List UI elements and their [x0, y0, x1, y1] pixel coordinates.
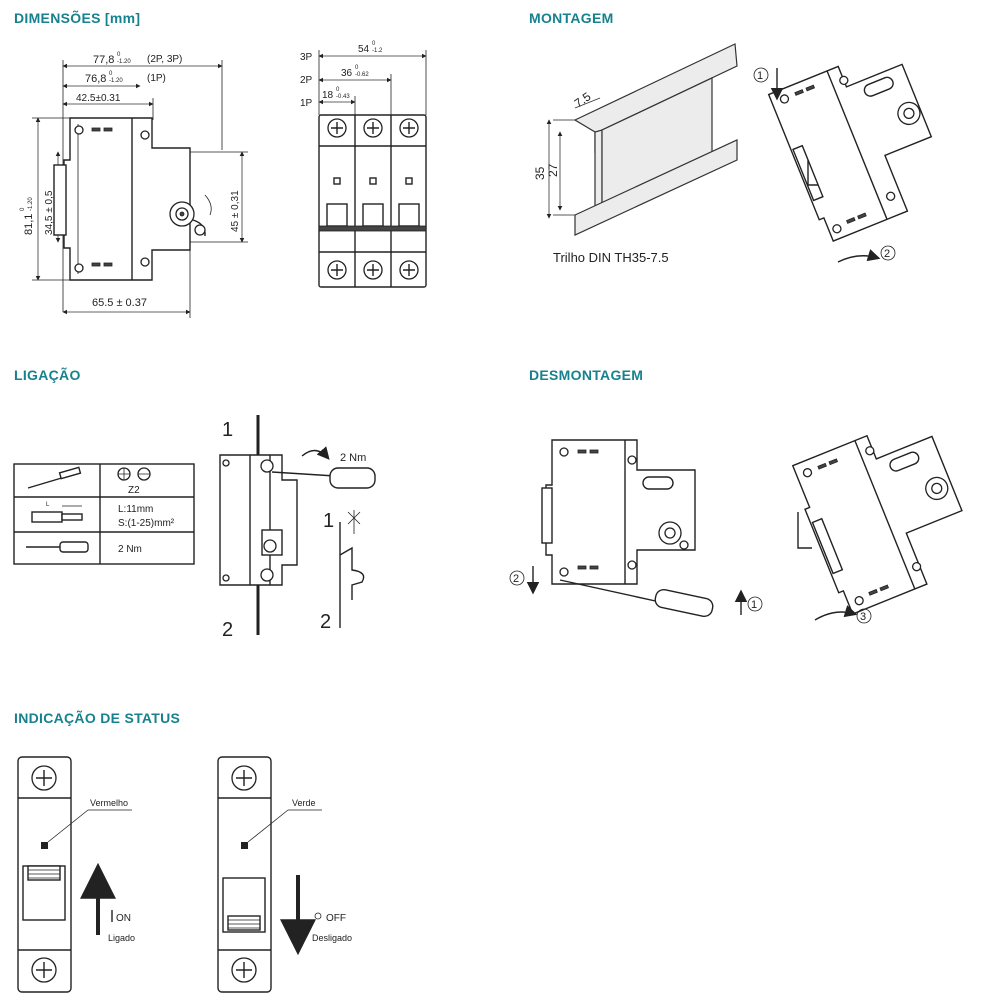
status-off-description: Desligado — [312, 933, 352, 943]
dim-width-3p-tol-top: 0 — [372, 41, 376, 47]
mount-step-1-circle — [753, 67, 769, 83]
front-view-drawing — [318, 50, 427, 288]
label-2p: 2P — [300, 75, 313, 86]
status-off-color-label: Verde — [292, 798, 316, 808]
terminal-bottom-label: 2 — [222, 619, 233, 641]
mount-arrow-rotate — [837, 249, 881, 263]
label-1p: 1P — [300, 98, 313, 109]
dim-width-2p3p-tol-top: 0 — [117, 52, 121, 58]
rail-height-27: 27 — [546, 163, 560, 177]
status-indicator-red — [41, 842, 48, 849]
dim-65-5: 65.5 ± 0.37 — [92, 297, 147, 309]
dim-height-81: 81,1 — [23, 214, 35, 235]
mount-step-2-circle — [880, 245, 896, 261]
dim-height-tol-bottom: -1.20 — [28, 197, 34, 211]
table-strip-length: L:11mm — [118, 504, 153, 515]
dismount-step-3-circle — [856, 608, 872, 624]
status-on-description: Ligado — [108, 933, 135, 943]
dim-34-5: 34,5 ± 0,5 — [44, 190, 55, 235]
mounting-title: MONTAGEM — [529, 10, 614, 26]
dimensions-title: DIMENSÕES [mm] — [14, 10, 141, 26]
mount-step-2: 2 — [884, 248, 890, 260]
status-on-state: ON — [116, 913, 131, 924]
mounting-breaker-drawing — [767, 63, 933, 242]
side-view-drawing — [32, 60, 248, 318]
din-rail-drawing — [546, 43, 738, 236]
table-screw-type: Z2 — [128, 485, 140, 496]
dim-width-1p-tol-bottom: -1.20 — [109, 78, 123, 84]
dim-45: 45 ± 0,31 — [230, 190, 241, 232]
mount-step-1: 1 — [757, 70, 763, 82]
dismount-breaker-tilted — [791, 434, 963, 615]
strip-length-label: L — [46, 502, 50, 508]
table-torque: 2 Nm — [118, 544, 142, 555]
symbol-bottom-label: 2 — [320, 611, 331, 633]
dismount-arrow-rotate — [814, 605, 858, 621]
wiring-table-drawing — [13, 463, 195, 565]
dim-width-3p: 54 — [358, 44, 370, 55]
dim-width-2p3p-tol-bottom: -1.20 — [117, 59, 131, 65]
status-off-breaker — [217, 756, 322, 993]
dismount-step-1-circle — [747, 596, 763, 612]
dim-width-1p-tol-top: 0 — [109, 71, 113, 77]
dim-note-1p: (1P) — [147, 73, 166, 84]
dim-width-2p3p: 77,8 — [93, 54, 114, 66]
terminal-top-label: 1 — [222, 419, 233, 441]
dim-note-2p3p: (2P, 3P) — [147, 54, 182, 65]
wiring-breaker-drawing — [219, 415, 376, 635]
dim-height-tol-top: 0 — [20, 207, 26, 211]
dim-width-1p-tol-bottom: -0.43 — [336, 94, 350, 100]
dim-width-2p-tol-bottom: -0.62 — [355, 72, 369, 78]
dismount-step-2: 2 — [513, 573, 519, 585]
wiring-torque-label: 2 Nm — [340, 452, 366, 464]
status-off-state: OFF — [326, 913, 346, 924]
table-wire-section: S:(1-25)mm² — [118, 518, 175, 529]
dim-width-3p-tol-bottom: -1.2 — [372, 48, 383, 54]
status-title: INDICAÇÃO DE STATUS — [14, 710, 181, 726]
dismount-rail-clip — [797, 512, 812, 549]
label-3p: 3P — [300, 52, 313, 63]
symbol-top-label: 1 — [323, 510, 334, 532]
dim-width-1p-tol-top: 0 — [336, 87, 340, 93]
dim-width-2p: 36 — [341, 68, 353, 79]
dim-42-5: 42.5±0.31 — [76, 93, 121, 104]
status-on-color-label: Vermelho — [90, 798, 128, 808]
dismount-step-3: 3 — [860, 611, 866, 623]
dim-width-1p: 76,8 — [85, 73, 106, 85]
dismount-breaker-straight — [541, 439, 714, 618]
mount-rail-clip — [807, 160, 818, 186]
dismount-step-2-circle — [509, 570, 525, 586]
dim-width-2p-tol-top: 0 — [355, 65, 359, 71]
status-on-breaker — [17, 756, 132, 993]
rail-height-35: 35 — [533, 166, 547, 180]
status-indicator-green — [241, 842, 248, 849]
dismounting-title: DESMONTAGEM — [529, 367, 644, 383]
dismount-step-1: 1 — [751, 599, 757, 611]
dim-width-1p: 18 — [322, 90, 334, 101]
rail-label: Trilho DIN TH35-7.5 — [553, 250, 669, 265]
wiring-title: LIGAÇÃO — [14, 367, 81, 383]
rail-depth-7-5: 7.5 — [572, 89, 594, 110]
